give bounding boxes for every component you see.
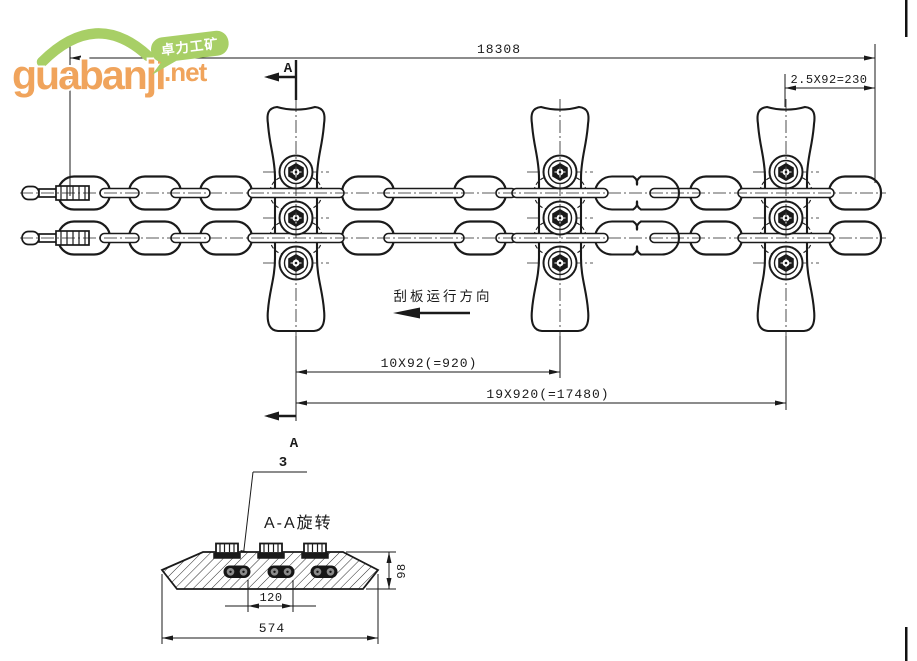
direction-indicator: 刮板运行方向 [393, 289, 493, 319]
logo-bubble-text: 卓力工矿 [160, 35, 220, 58]
part-callout-number: 3 [279, 455, 287, 471]
bolt-crowns [213, 542, 329, 559]
dimension-end-segment: 2.5X92=230 [784, 73, 875, 107]
section-marker-bottom-label: A [290, 436, 299, 452]
section-marker-top-label: A [284, 61, 293, 77]
logo-arc [36, 28, 154, 68]
logo-bubble: 卓力工矿 [150, 30, 229, 75]
dimension-total-length: 18308 [69, 42, 876, 196]
direction-label: 刮板运行方向 [394, 289, 493, 304]
chain-links-section [223, 565, 338, 578]
dimension-chain-gap: 120 [225, 580, 316, 612]
scraper-flight-1 [248, 99, 344, 337]
dim-total-length: 18308 [477, 42, 521, 57]
scraper-flight-2 [512, 99, 608, 337]
section-view-title: A-A旋转 [264, 514, 333, 532]
section-view: 3 A-A旋转 [160, 455, 409, 644]
page-edge-mark-bottom [905, 627, 908, 661]
dim-scraper-width: 574 [259, 621, 285, 636]
dimension-scraper-pitch: 10X92(=920) [296, 336, 561, 378]
scraper-flight-3 [738, 99, 834, 337]
dimension-scraper-width: 574 [161, 574, 379, 644]
dimension-scraper-height: 98 [346, 551, 409, 590]
dim-chain-gap: 120 [259, 591, 282, 605]
direction-arrow-head [393, 307, 420, 319]
plan-view: 18308 2.5X92=230 A A 刮板运行方向 [20, 42, 886, 452]
dim-overall-pitch: 19X920(=17480) [486, 387, 609, 402]
section-marker-bottom: A [264, 336, 299, 452]
watermark-logo: guabanji .net 卓力工矿 [10, 28, 229, 100]
section-marker-top: A [264, 60, 298, 100]
dimension-overall-pitch: 19X920(=17480) [296, 336, 787, 410]
page-edge-mark-top [905, 0, 908, 37]
scraper-cross-section [160, 542, 380, 590]
dim-end-segment: 2.5X92=230 [790, 73, 867, 87]
dim-scraper-pitch: 10X92(=920) [381, 356, 478, 371]
logo-brand-text: guabanji [12, 52, 165, 98]
dim-scraper-height: 98 [395, 563, 409, 578]
